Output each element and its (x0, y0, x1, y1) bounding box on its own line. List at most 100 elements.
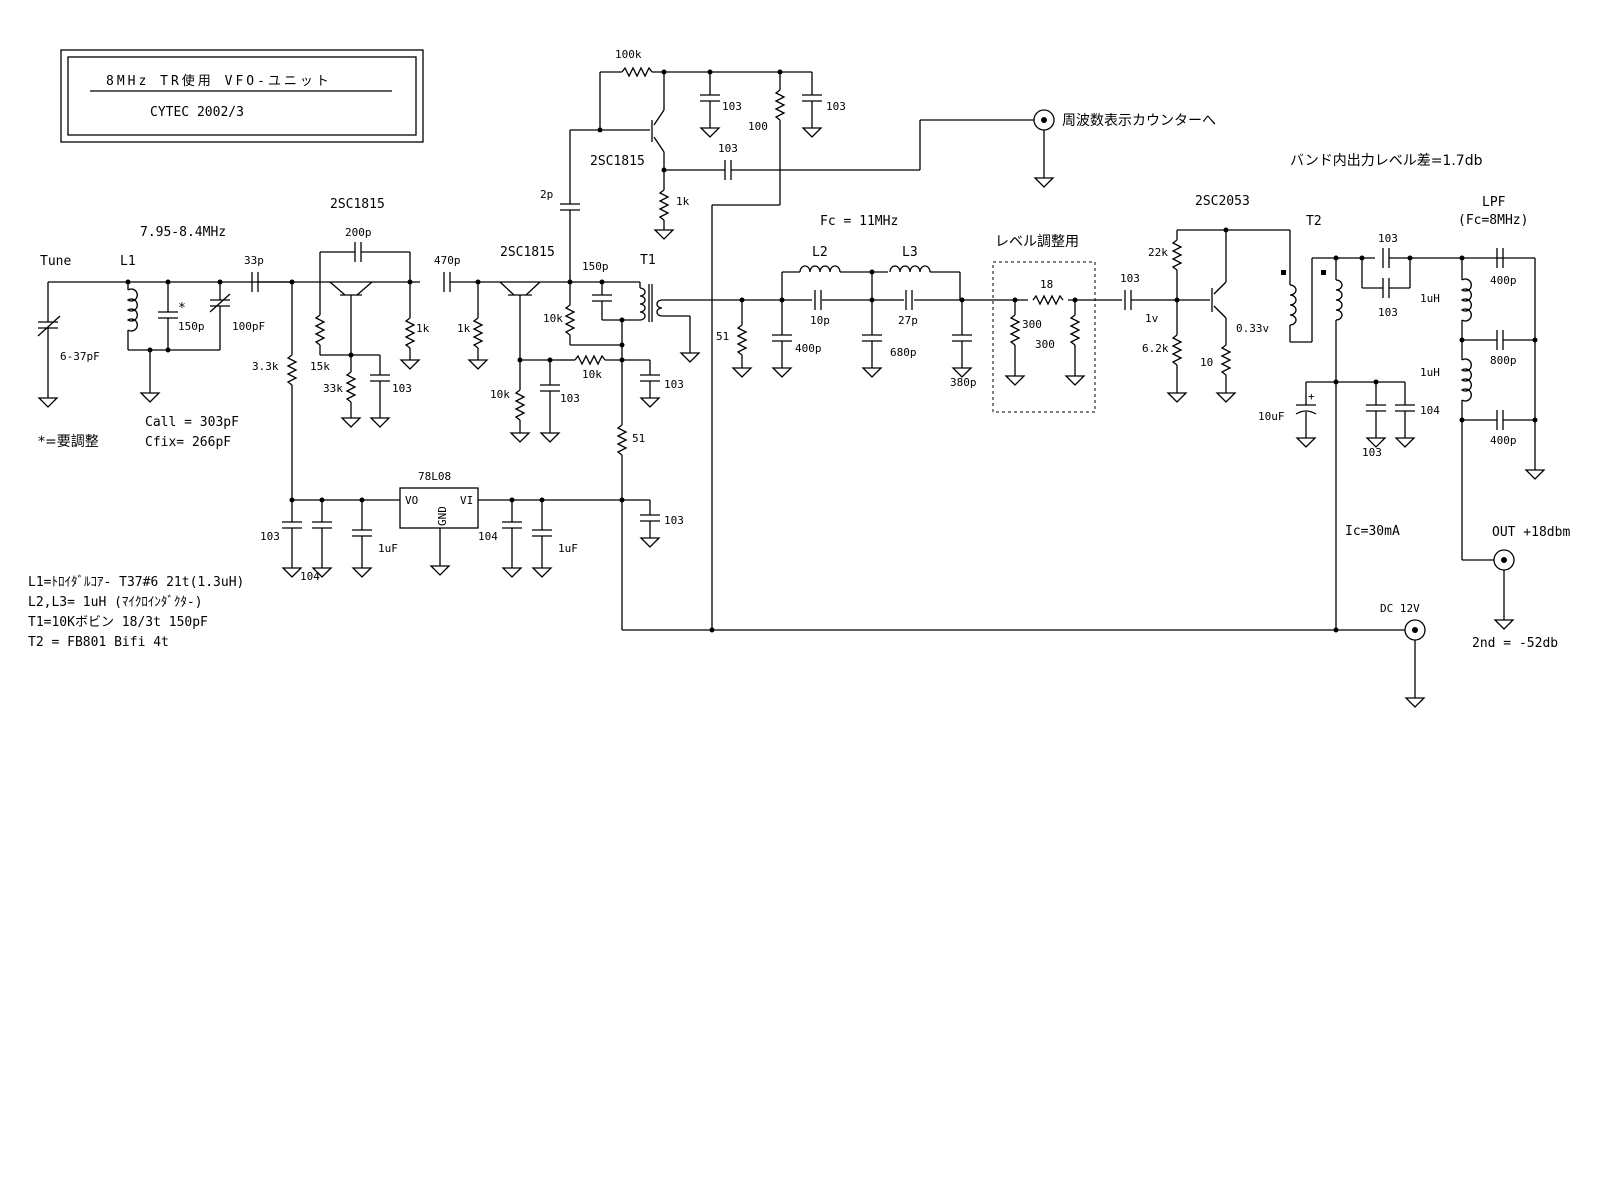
c-star-label: * (178, 301, 186, 316)
q3-label: 2SC1815 (590, 154, 645, 169)
r10k-a-label: 10k (543, 312, 563, 325)
l1uh-a-label: 1uH (1420, 292, 1440, 305)
c400p-a-label: 400p (1490, 274, 1517, 287)
fc-label: Fc = 11MHz (820, 214, 898, 229)
r51-b-label: 51 (716, 330, 729, 343)
second-harmonic-label: 2nd = -52db (1472, 636, 1558, 651)
r10-label: 10 (1200, 356, 1213, 369)
c380p-label: 380p (950, 376, 977, 389)
c104-b-label: 104 (478, 530, 498, 543)
c103-d-label: 103 (826, 100, 846, 113)
c103-e-label: 103 (718, 142, 738, 155)
cfix-label: Cfix= 266pF (145, 435, 231, 450)
output-lpf: 103 103 LPF (Fc=8MHz) 1uH 1uH 400p 800p … (1336, 195, 1570, 651)
c100-label: 100pF (232, 320, 265, 333)
r22k-label: 22k (1148, 246, 1168, 259)
r1k-b-label: 1k (457, 322, 471, 335)
c680p-label: 680p (890, 346, 917, 359)
counter-buffer-stage: 2p 100k 2SC1815 103 1k 103 (540, 48, 1216, 630)
title-text: 8MHz TR使用 VFO-ユニット (106, 73, 332, 89)
c200-label: 200p (345, 226, 372, 239)
l2-label: L2 (812, 245, 828, 260)
counter-label: 周波数表示カウンターへ (1062, 113, 1216, 129)
c103-i-label: 103 (1378, 232, 1398, 245)
v033-label: 0.33v (1236, 322, 1269, 335)
r10k-c-label: 10k (582, 368, 602, 381)
tank-circuit: Tune L1 7.95-8.4MHz 6-37pF * 150p 100pF (37, 225, 290, 450)
c103-q1-label: 103 (392, 382, 412, 395)
c103-h-label: 103 (1120, 272, 1140, 285)
regulator-stage: 78L08 VO VI GND 103 104 1uF 104 (260, 470, 684, 583)
r100-label: 100 (748, 120, 768, 133)
c10p-label: 10p (810, 314, 830, 327)
l1-label: L1 (120, 254, 136, 269)
c103-j-label: 103 (1378, 306, 1398, 319)
reg-gnd-label: GND (436, 506, 449, 526)
q2-label: 2SC1815 (500, 245, 555, 260)
c103-k-label: 103 (1362, 446, 1382, 459)
legend-line-3: T1=10Kボビン 18/3t 150pF (28, 615, 208, 630)
legend: L1=ﾄﾛｲﾀﾞﾙｺｱ- T37#6 21t(1.3uH) L2,L3= 1uH… (28, 575, 244, 650)
c150-label: 150p (178, 320, 205, 333)
oscillator-stage: 3.3k 200p 2SC1815 15k 33k 103 (252, 197, 570, 500)
level-adjust-label: レベル調整用 (995, 234, 1079, 250)
r100k-label: 100k (615, 48, 642, 61)
r18-label: 18 (1040, 278, 1053, 291)
c103-b-label: 103 (664, 378, 684, 391)
amplifier-stage: 1v 2SC2053 22k 6.2k 0.33v 10 T2 (1131, 153, 1483, 630)
c103-c-label: 103 (722, 100, 742, 113)
level-attenuator: レベル調整用 18 300 300 103 (992, 234, 1140, 413)
c10uf-label: 10uF (1258, 410, 1285, 423)
t2-label: T2 (1306, 214, 1322, 229)
subtitle-text: CYTEC 2002/3 (150, 105, 244, 120)
reg-vo-label: VO (405, 494, 418, 507)
c800p-label: 800p (1490, 354, 1517, 367)
r33-label: 3.3k (252, 360, 279, 373)
v1-label: 1v (1145, 312, 1159, 325)
reg-label: 78L08 (418, 470, 451, 483)
c1uf-b-label: 1uF (558, 542, 578, 555)
tune-label: Tune (40, 254, 71, 269)
r1k-a-label: 1k (416, 322, 430, 335)
c400p-label: 400p (795, 342, 822, 355)
title-box: 8MHz TR使用 VFO-ユニット CYTEC 2002/3 (60, 49, 424, 143)
legend-line-4: T2 = FB801 Bifi 4t (28, 635, 169, 650)
r1k-c-label: 1k (676, 195, 690, 208)
adjust-note: *=要調整 (38, 434, 99, 450)
lpf-fc-label: (Fc=8MHz) (1458, 213, 1528, 228)
call-label: Call = 303pF (145, 415, 239, 430)
reg-vi-label: VI (460, 494, 473, 507)
r10k-b-label: 10k (490, 388, 510, 401)
q1-label: 2SC1815 (330, 197, 385, 212)
lpf-label: LPF (1482, 195, 1506, 210)
c103-a-label: 103 (560, 392, 580, 405)
c27p-label: 27p (898, 314, 918, 327)
r62k-label: 6.2k (1142, 342, 1169, 355)
c2p-label: 2p (540, 188, 553, 201)
c470-label: 470p (434, 254, 461, 267)
c104-a-label: 104 (300, 570, 320, 583)
c104-c-label: 104 (1420, 404, 1440, 417)
band-level-label: バンド内出力レベル差=1.7db (1290, 153, 1483, 169)
r300b-label: 300 (1035, 338, 1055, 351)
ic-label: Ic=30mA (1345, 524, 1400, 539)
dc-label: DC 12V (1380, 602, 1420, 615)
c103-g-label: 103 (664, 514, 684, 527)
t1-label: T1 (640, 253, 656, 268)
c400p-b-label: 400p (1490, 434, 1517, 447)
r300a-label: 300 (1022, 318, 1042, 331)
r51-label: 51 (632, 432, 645, 445)
q4-label: 2SC2053 (1195, 194, 1250, 209)
legend-line-1: L1=ﾄﾛｲﾀﾞﾙｺｱ- T37#6 21t(1.3uH) (28, 575, 244, 590)
c10uf-polarity: + (1308, 390, 1315, 403)
out-label: OUT +18dbm (1492, 525, 1570, 540)
c1uf-a-label: 1uF (378, 542, 398, 555)
lc-filter: Fc = 11MHz L2 L3 51 10p 27p 400p (716, 214, 1122, 389)
l3-label: L3 (902, 245, 918, 260)
tune-cap-label: 6-37pF (60, 350, 100, 363)
dc-supply: DC 12V (622, 602, 1426, 708)
c150-t1-label: 150p (582, 260, 609, 273)
r33k-label: 33k (323, 382, 343, 395)
r15k-label: 15k (310, 360, 330, 373)
